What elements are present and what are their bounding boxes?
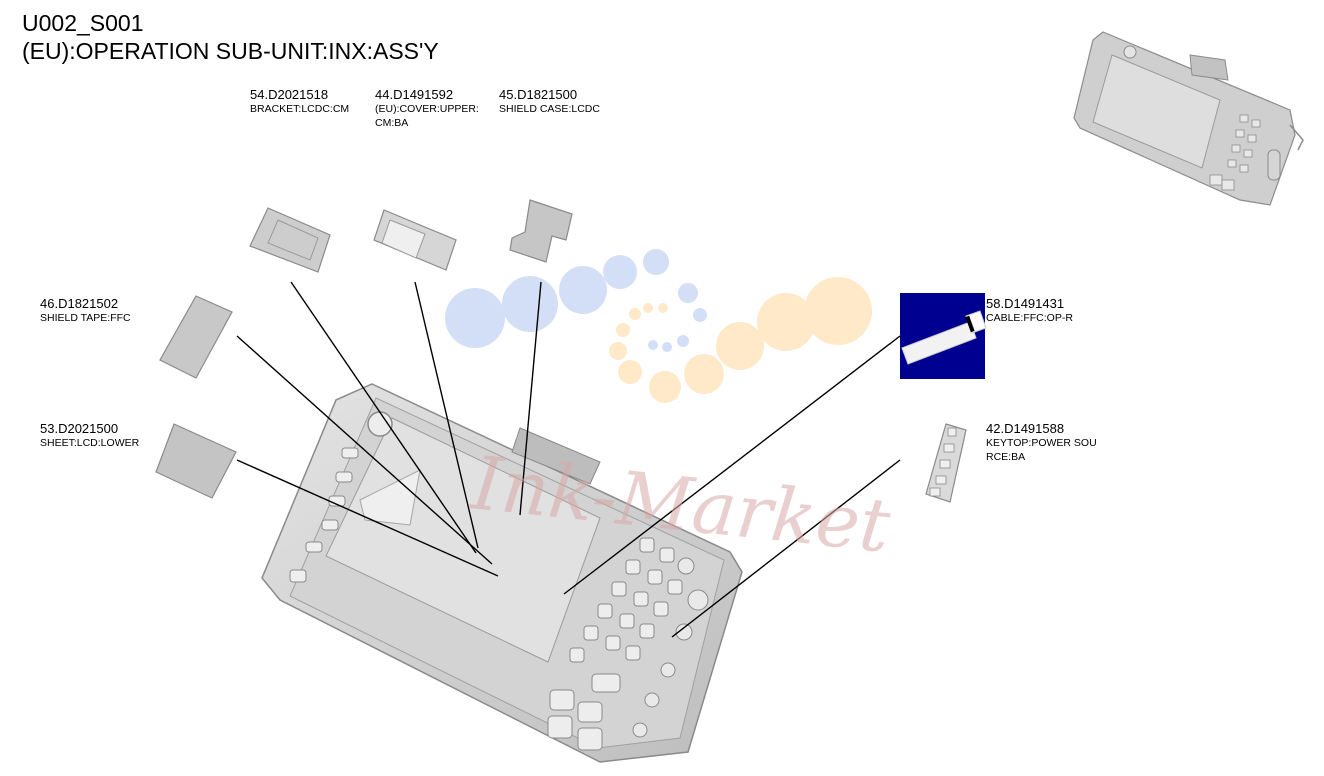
- part-58-cable-ffc-illustration: [900, 293, 987, 379]
- part-54-bracket-illustration: [249, 207, 331, 273]
- part-number: 53.D2021500: [40, 421, 119, 436]
- assembly-thumbnail: [1073, 31, 1304, 206]
- callout-part-45[interactable]: 45.D1821500 SHIELD CASE:LCDC: [499, 87, 611, 116]
- part-42-keytop-power-source-illustration: [925, 423, 967, 503]
- leader-line-58: [563, 335, 901, 595]
- leader-line-44: [414, 281, 479, 549]
- part-description: KEYTOP:POWER SOURCE:BA: [986, 437, 1097, 463]
- leader-lines: [236, 281, 901, 638]
- part-45-shield-case-illustration: [509, 199, 573, 263]
- callout-part-42[interactable]: 42.D1491588 KEYTOP:POWER SOURCE:BA: [986, 421, 1098, 464]
- part-number: 46.D1821502: [40, 296, 119, 311]
- part-description: BRACKET:LCDC:CM: [250, 103, 350, 115]
- callout-part-58[interactable]: 58.D1491431 CABLE:FFC:OP-R: [986, 296, 1098, 325]
- callout-part-53[interactable]: 53.D2021500 SHEET:LCD:LOWER: [40, 421, 152, 450]
- part-number: 54.D2021518: [250, 87, 329, 102]
- operation-panel-illustration: [261, 383, 743, 763]
- leader-line-42: [671, 459, 901, 638]
- part-description: (EU):COVER:UPPER:CM:BA: [375, 103, 479, 129]
- part-53-sheet-lcd-lower-illustration: [155, 423, 237, 499]
- title-model-code: U002_S001: [22, 10, 144, 36]
- leader-line-53: [236, 459, 499, 577]
- callout-part-44[interactable]: 44.D1491592 (EU):COVER:UPPER:CM:BA: [375, 87, 485, 130]
- leader-line-54: [290, 281, 477, 554]
- watermark-logo: [445, 249, 872, 403]
- callout-part-46[interactable]: 46.D1821502 SHIELD TAPE:FFC: [40, 296, 152, 325]
- part-46-shield-tape-illustration: [159, 295, 233, 379]
- part-number: 58.D1491431: [986, 296, 1065, 311]
- part-44-cover-upper-illustration: [373, 209, 457, 271]
- title-assembly-name: (EU):OPERATION SUB-UNIT:INX:ASS'Y: [22, 38, 439, 64]
- part-description: SHIELD TAPE:FFC: [40, 312, 131, 324]
- leader-line-45: [519, 281, 542, 516]
- leader-line-46: [236, 335, 493, 565]
- part-number: 42.D1491588: [986, 421, 1065, 436]
- part-number: 45.D1821500: [499, 87, 578, 102]
- part-description: CABLE:FFC:OP-R: [986, 312, 1073, 324]
- part-description: SHIELD CASE:LCDC: [499, 103, 600, 115]
- callout-part-54[interactable]: 54.D2021518 BRACKET:LCDC:CM: [250, 87, 362, 116]
- part-number: 44.D1491592: [375, 87, 454, 102]
- part-description: SHEET:LCD:LOWER: [40, 437, 140, 449]
